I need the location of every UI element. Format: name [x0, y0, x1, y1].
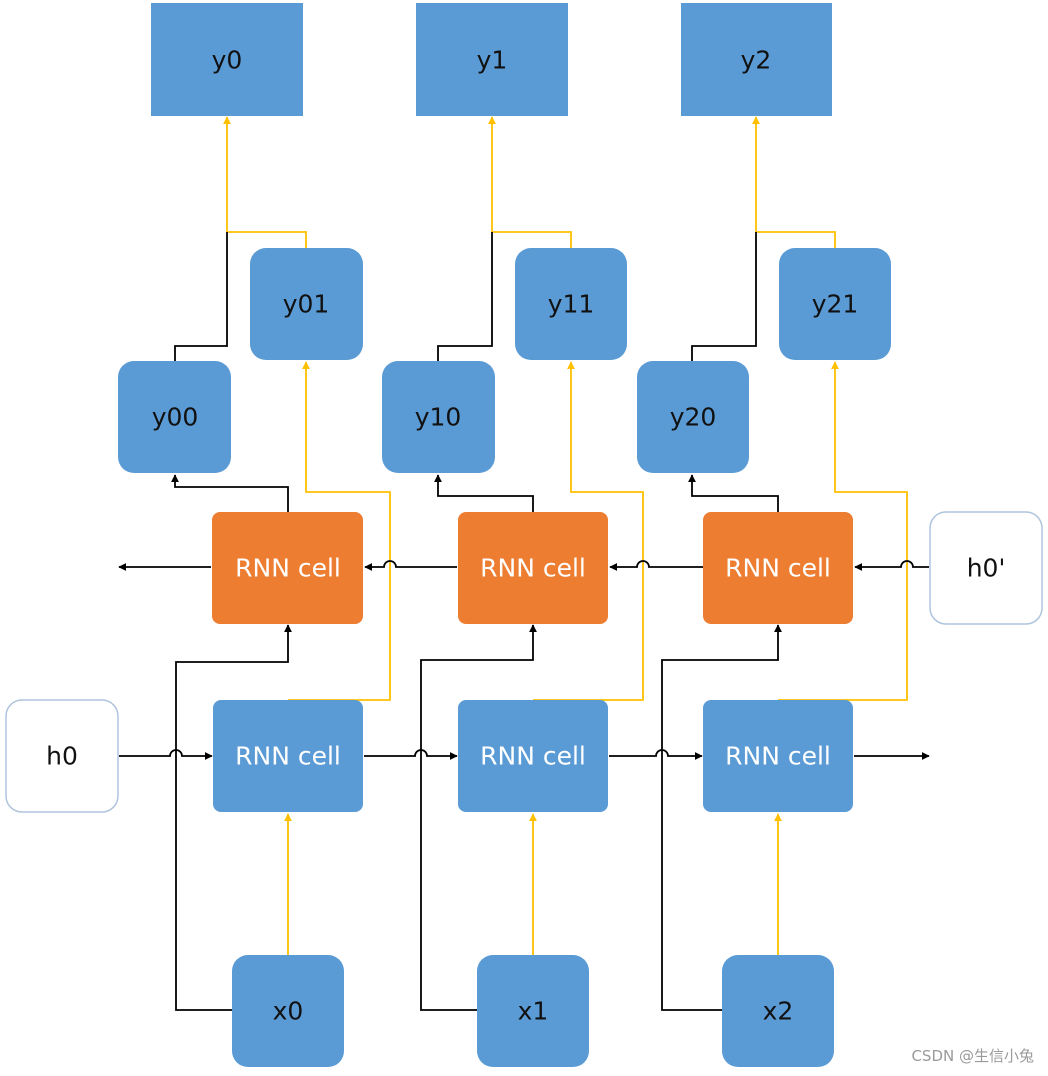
y01-to-y0-line — [223, 116, 307, 248]
x1-to-backward-cell-1-line — [420, 624, 537, 1011]
forward-cell-1-to-y11-line — [533, 361, 644, 701]
partial-y11-label: y11 — [548, 290, 595, 319]
input-nodes: x0 x1 x2 — [232, 955, 834, 1067]
h0-prime-to-backward-cell-2-line — [854, 560, 929, 571]
input-x2-box — [722, 955, 834, 1067]
backward-rnn-cell-2-label: RNN cell — [725, 554, 831, 583]
output-y2-box — [681, 3, 832, 116]
input-x1-box — [477, 955, 589, 1067]
forward-cell-0-to-1-line — [364, 749, 458, 760]
forward-rnn-cell-2-label: RNN cell — [725, 742, 831, 771]
partial-y11-box — [515, 248, 627, 360]
partial-y10-box — [382, 361, 495, 473]
initial-states: h0 h0' — [5, 511, 1043, 813]
forward-rnn-cell-2 — [703, 700, 853, 812]
input-x0-box — [232, 955, 344, 1067]
y21-to-y2-line — [752, 116, 836, 248]
input-x2-label: x2 — [763, 997, 794, 1026]
y10-to-y1-line — [437, 232, 493, 361]
partial-y01-box — [250, 248, 363, 360]
partial-y21-label: y21 — [812, 290, 859, 319]
partial-y01-label: y01 — [283, 290, 330, 319]
h0-state-label: h0 — [46, 742, 78, 771]
forward-rnn-cells: RNN cell RNN cell RNN cell — [213, 700, 853, 812]
backward-cell-1-to-y10-line — [434, 474, 534, 512]
y00-to-y0-line — [174, 232, 228, 361]
y11-to-y1-line — [488, 116, 572, 248]
partial-y21-box — [779, 248, 891, 360]
backward-rnn-cell-0-label: RNN cell — [235, 554, 341, 583]
backward-cell-0-to-y00-line — [171, 474, 289, 512]
h0-prime-state-label: h0' — [967, 554, 1006, 583]
output-nodes: y0 y1 y2 — [151, 3, 832, 116]
backward-path-lines — [118, 232, 930, 1011]
output-y0-box — [151, 3, 303, 116]
y20-to-y2-line — [691, 232, 757, 361]
partial-y00-box — [118, 361, 231, 473]
output-y0-label: y0 — [212, 46, 243, 75]
output-y1-label: y1 — [477, 46, 508, 75]
backward-rnn-cell-1-label: RNN cell — [480, 554, 586, 583]
output-y1-box — [416, 3, 568, 116]
h0-prime-state-box — [929, 511, 1043, 625]
backward-rnn-cells: RNN cell RNN cell RNN cell — [212, 512, 853, 624]
forward-rnn-cell-1-label: RNN cell — [480, 742, 586, 771]
backward-rnn-cell-1 — [458, 512, 608, 624]
forward-cell-0-to-y01-line — [288, 361, 391, 701]
x0-to-backward-cell-0-line — [175, 624, 292, 1011]
partial-output-nodes: y01 y11 y21 y00 y10 y20 — [118, 248, 891, 473]
partial-y00-label: y00 — [152, 403, 199, 432]
partial-y20-label: y20 — [670, 403, 717, 432]
watermark: CSDN @生信小兔 — [911, 1047, 1034, 1065]
h0-state-box — [5, 699, 119, 813]
backward-cell-1-to-0-line — [364, 560, 457, 571]
x2-to-backward-cell-2-line — [661, 624, 782, 1011]
backward-rnn-cell-2 — [703, 512, 853, 624]
forward-cell-2-to-y21-line — [778, 361, 908, 701]
input-x1-label: x1 — [518, 997, 549, 1026]
backward-cell-2-to-y20-line — [688, 474, 779, 512]
input-x0-label: x0 — [273, 997, 304, 1026]
forward-rnn-cell-0 — [213, 700, 363, 812]
partial-y20-box — [637, 361, 749, 473]
backward-rnn-cell-0 — [212, 512, 363, 624]
partial-y10-label: y10 — [415, 403, 462, 432]
output-y2-label: y2 — [741, 46, 772, 75]
forward-rnn-cell-0-label: RNN cell — [235, 742, 341, 771]
forward-rnn-cell-1 — [458, 700, 608, 812]
forward-cell-1-to-2-line — [609, 749, 703, 760]
h0-to-forward-cell-0-line — [119, 749, 213, 760]
forward-path-lines — [223, 116, 908, 955]
backward-cell-2-to-1-line — [609, 560, 703, 571]
